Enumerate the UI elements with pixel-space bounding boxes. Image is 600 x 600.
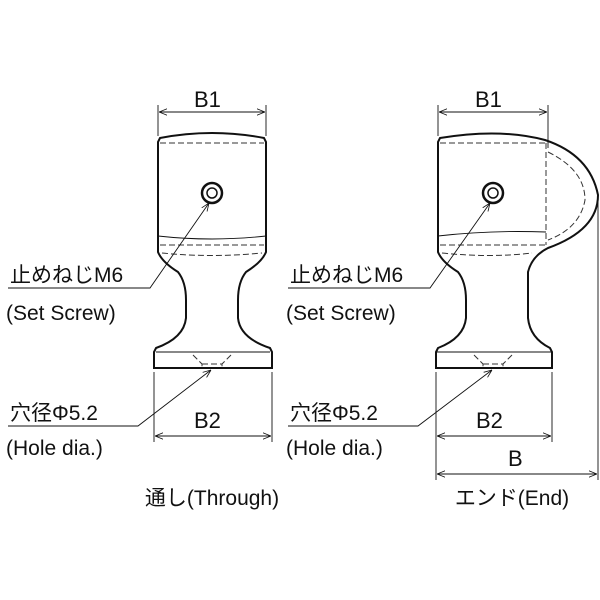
end-hole-label: 穴径Φ5.2 bbox=[290, 402, 378, 425]
through-hole-en: (Hole dia.) bbox=[6, 437, 103, 460]
end-body-outline bbox=[435, 132, 600, 369]
end-fitting: B1 B2 B 止めねじM6 (Set Screw) 穴径Φ5.2 (Hole … bbox=[286, 87, 600, 510]
end-b1-label: B1 bbox=[475, 87, 502, 112]
through-set-screw-en: (Set Screw) bbox=[6, 302, 116, 325]
through-body-outline bbox=[153, 132, 273, 369]
end-caption: エンド(End) bbox=[455, 487, 569, 510]
set-screw-icon bbox=[481, 181, 505, 205]
through-fitting: B1 B2 止めねじM6 (Set Screw) 穴径Φ5.2 (Hole di… bbox=[6, 87, 279, 510]
set-screw-icon bbox=[200, 181, 224, 205]
through-set-screw-label: 止めねじM6 bbox=[10, 264, 123, 287]
through-hole-label: 穴径Φ5.2 bbox=[10, 402, 98, 425]
end-b2-label: B2 bbox=[476, 408, 503, 433]
end-b-label: B bbox=[508, 446, 523, 471]
end-set-screw-en: (Set Screw) bbox=[286, 302, 396, 325]
through-b2-label: B2 bbox=[194, 408, 221, 433]
through-caption: 通し(Through) bbox=[145, 487, 279, 510]
end-hole-en: (Hole dia.) bbox=[286, 437, 383, 460]
end-set-screw-label: 止めねじM6 bbox=[290, 264, 403, 287]
through-b1-label: B1 bbox=[194, 87, 221, 112]
